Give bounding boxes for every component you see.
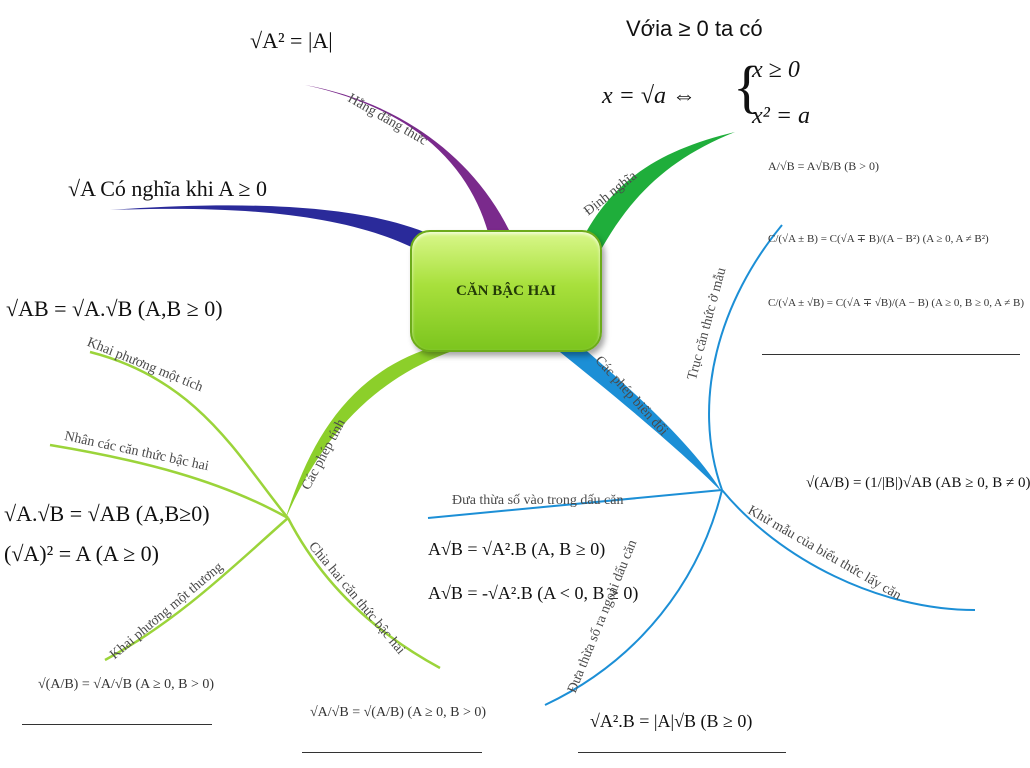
- bring-in-label: Đưa thừa số vào trong dấu căn: [452, 493, 624, 508]
- rationalize-formula-2: C/(√A ± B) = C(√A ∓ B)/(A − B²) (A ≥ 0, …: [768, 233, 989, 245]
- definition-cond2: x² = a: [752, 103, 811, 129]
- meaning-formula: √A Có nghĩa khi A ≥ 0: [68, 176, 267, 201]
- denominator-branch: [721, 489, 976, 611]
- definition-lhs: x = √a ⇔: [602, 83, 697, 109]
- bring-in-branch: [427, 489, 723, 519]
- rationalize-branch: [708, 224, 783, 491]
- definition-brace: {: [733, 54, 761, 119]
- meaning-branch: [110, 205, 438, 258]
- product-formula: √AB = √A.√B (A,B ≥ 0): [6, 296, 223, 321]
- multiply-branch: [49, 443, 289, 520]
- quotient-underline: [22, 724, 212, 725]
- bring-in-formula-1: A√B = √A².B (A, B ≥ 0): [428, 539, 606, 559]
- quotient-formula: √(A/B) = √A/√B (A ≥ 0, B > 0): [38, 677, 215, 692]
- bring-out-underline: [578, 752, 786, 753]
- divide-underline: [302, 752, 482, 753]
- transforms-sub-branches: [427, 224, 976, 706]
- center-node[interactable]: CĂN BẬC HAI: [410, 230, 602, 352]
- product-branch: [89, 350, 289, 519]
- rationalize-formula-3: C/(√A ± √B) = C(√A ∓ √B)/(A − B) (A ≥ 0,…: [768, 297, 1025, 309]
- divide-formula: √A/√B = √(A/B) (A ≥ 0, B > 0): [310, 705, 487, 720]
- definition-intro: Vớia ≥ 0 ta có: [626, 16, 763, 41]
- bring-out-formula: √A².B = |A|√B (B ≥ 0): [590, 711, 753, 731]
- multiply-formula-2: (√A)² = A (A ≥ 0): [4, 541, 159, 566]
- bring-out-branch: [544, 489, 723, 706]
- transforms-branch: [555, 345, 722, 492]
- center-node-label: CĂN BẬC HAI: [455, 282, 556, 299]
- identity-branch: [305, 85, 510, 232]
- definition-cond1: x ≥ 0: [752, 57, 800, 83]
- rationalize-underline: [762, 354, 1020, 355]
- denominator-formula: √(A/B) = (1/|B|)√AB (AB ≥ 0, B ≠ 0): [806, 475, 1030, 491]
- quotient-branch: [104, 517, 289, 662]
- operations-sub-branches: [49, 350, 441, 670]
- bring-in-formula-2: A√B = -√A².B (A < 0, B ≥ 0): [428, 583, 639, 603]
- rationalize-formula-1: A/√B = A√B/B (B > 0): [768, 159, 880, 173]
- divide-branch: [286, 517, 441, 670]
- multiply-formula-1: √A.√B = √AB (A,B≥0): [4, 501, 210, 526]
- identity-formula: √A² = |A|: [250, 28, 333, 53]
- operations-branch: [285, 345, 455, 520]
